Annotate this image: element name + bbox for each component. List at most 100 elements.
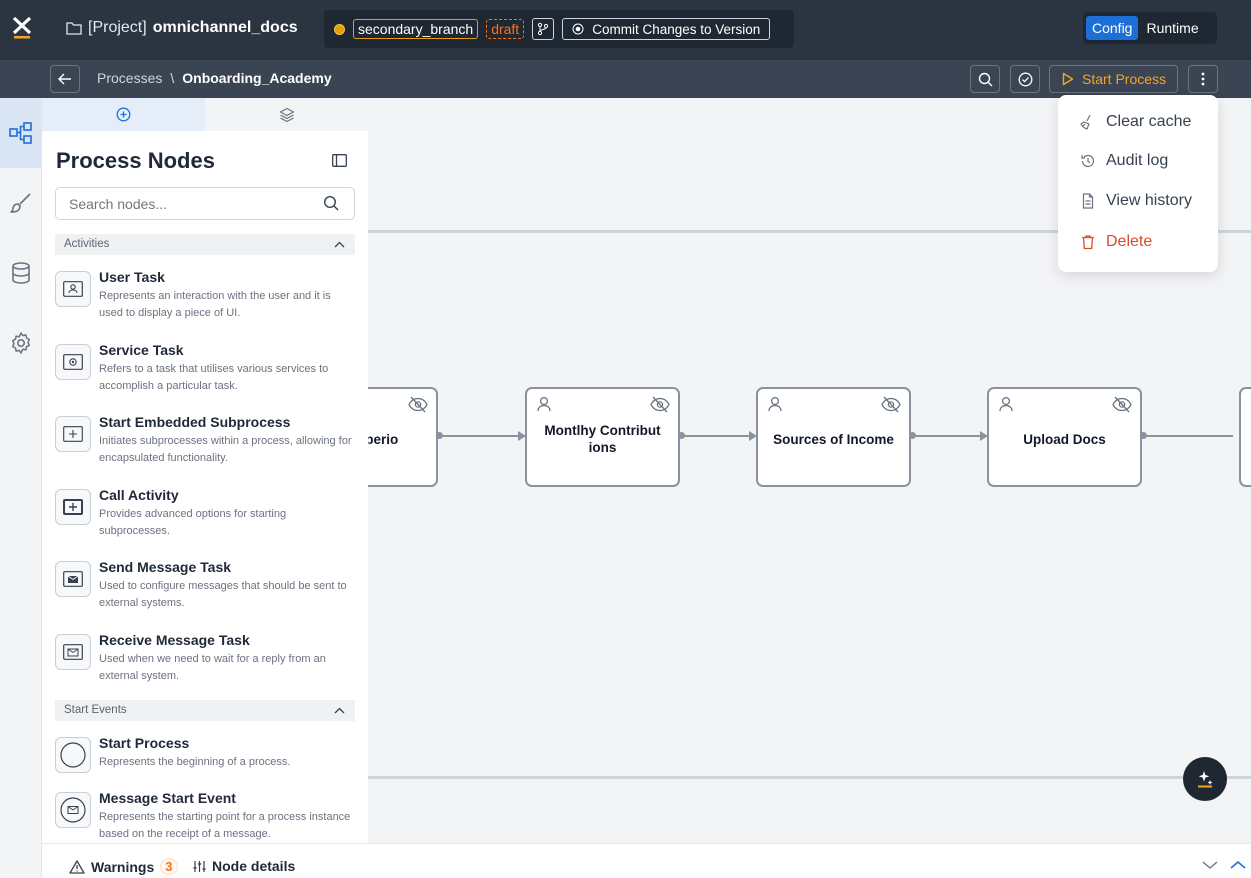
- tab-add-nodes[interactable]: [42, 98, 205, 131]
- section-title: Activities: [64, 238, 110, 250]
- search-icon: [323, 195, 339, 211]
- eye-off-icon[interactable]: [408, 396, 428, 413]
- breadcrumb-current: Onboarding_Academy: [182, 70, 332, 86]
- swimlane-top-border: [368, 230, 1251, 233]
- collapse-panel-icon[interactable]: [332, 154, 347, 167]
- sequence-flow[interactable]: [439, 435, 519, 437]
- process-node-label: Montlhy Contribut ions: [544, 423, 661, 455]
- flow-arrowhead: [749, 431, 757, 441]
- node-details-tab[interactable]: Node details: [193, 858, 295, 874]
- node-description: Provides advanced options for starting s…: [99, 508, 287, 537]
- search-nodes-input[interactable]: [55, 187, 355, 220]
- menu-item-view-history[interactable]: View history: [1080, 192, 1192, 210]
- sliders-icon: [193, 860, 206, 872]
- menu-item-label: Delete: [1106, 233, 1153, 250]
- git-branch-button[interactable]: [532, 18, 555, 40]
- chevron-up-icon: [334, 241, 345, 248]
- node-description: Represents the starting point for a proc…: [99, 811, 351, 840]
- section-activities[interactable]: Activities: [55, 234, 355, 255]
- project-title[interactable]: [Project] omnichannel_docs: [66, 19, 298, 37]
- menu-item-label: Audit log: [1106, 152, 1169, 169]
- tab-layers[interactable]: [205, 98, 368, 131]
- process-node[interactable]: [1239, 387, 1251, 487]
- sequence-flow[interactable]: [912, 435, 980, 437]
- breadcrumb-separator: \: [170, 70, 175, 86]
- warning-triangle-icon: [69, 859, 85, 874]
- node-title: Message Start Event: [99, 790, 236, 806]
- node-title: Start Process: [99, 735, 190, 751]
- node-send-message-task[interactable]: Send Message Task Used to configure mess…: [55, 559, 355, 619]
- eye-off-icon[interactable]: [650, 396, 670, 413]
- plus-circle-icon: [116, 107, 131, 122]
- node-title: Call Activity: [99, 487, 179, 503]
- branch-toolbar: secondary_branch draft Commit Changes to…: [324, 10, 794, 48]
- branch-status-dot: [334, 23, 345, 35]
- flow-arrowhead: [980, 431, 988, 441]
- ai-assistant-button[interactable]: [1183, 757, 1227, 801]
- bottom-panel-bar: Warnings 3 Node details: [42, 843, 1251, 878]
- process-node[interactable]: Sources of Income: [756, 387, 911, 487]
- back-button[interactable]: [50, 65, 80, 93]
- document-icon: [1082, 193, 1094, 209]
- start-process-button[interactable]: Start Process: [1049, 65, 1178, 93]
- mode-runtime-button[interactable]: Runtime: [1146, 20, 1199, 36]
- node-icon-box: [55, 416, 91, 452]
- brush-icon[interactable]: [9, 191, 33, 215]
- process-node-label: Sources of Income: [773, 431, 894, 447]
- user-icon: [999, 396, 1013, 412]
- node-icon-box: [55, 634, 91, 670]
- warnings-label: Warnings: [91, 858, 155, 875]
- node-icon-box: [55, 489, 91, 525]
- commit-changes-button[interactable]: Commit Changes to Version: [562, 18, 771, 40]
- flow-arrowhead: [518, 431, 526, 441]
- validate-button[interactable]: [1010, 65, 1040, 93]
- eye-off-icon[interactable]: [881, 396, 901, 413]
- left-rail: [0, 98, 42, 878]
- node-title: Service Task: [99, 342, 184, 358]
- node-description: Used to configure messages that should b…: [99, 580, 347, 609]
- eye-off-icon[interactable]: [1112, 396, 1132, 413]
- process-node-label: Upload Docs: [1023, 431, 1106, 447]
- project-name: omnichannel_docs: [152, 19, 298, 36]
- search-button[interactable]: [970, 65, 1000, 93]
- node-receive-message-task[interactable]: Receive Message Task Used when we need t…: [55, 632, 355, 692]
- user-task-icon: [63, 281, 83, 297]
- menu-item-audit-log[interactable]: Audit log: [1080, 152, 1168, 170]
- process-node[interactable]: Montlhy Contribut ions: [525, 387, 680, 487]
- chevron-down-icon[interactable]: [1202, 860, 1218, 870]
- app-logo-icon[interactable]: [12, 17, 32, 39]
- node-start-process[interactable]: Start Process Represents the beginning o…: [55, 735, 355, 795]
- branch-badge[interactable]: secondary_branch: [353, 19, 479, 39]
- node-start-embedded-subprocess[interactable]: Start Embedded Subprocess Initiates subp…: [55, 414, 355, 474]
- warnings-tab[interactable]: Warnings 3: [69, 858, 178, 875]
- node-user-task[interactable]: User Task Represents an interaction with…: [55, 269, 355, 329]
- node-title: User Task: [99, 269, 165, 285]
- database-icon[interactable]: [9, 261, 33, 285]
- breadcrumb-processes[interactable]: Processes: [97, 70, 163, 86]
- process-node[interactable]: Upload Docs: [987, 387, 1142, 487]
- menu-item-delete[interactable]: Delete: [1080, 233, 1152, 251]
- embedded-subprocess-icon: [63, 426, 83, 442]
- node-message-start-event[interactable]: Message Start Event Represents the start…: [55, 790, 355, 843]
- process-node[interactable]: ng perio: [368, 387, 438, 487]
- section-start-events[interactable]: Start Events: [55, 700, 355, 721]
- more-options-menu: Clear cache Audit log View history Delet…: [1058, 95, 1218, 272]
- chevron-up-icon[interactable]: [1230, 860, 1246, 870]
- process-nodes-icon[interactable]: [9, 121, 33, 145]
- arrow-left-icon: [58, 73, 71, 85]
- start-process-label: Start Process: [1082, 71, 1167, 87]
- mode-config-button[interactable]: Config: [1086, 16, 1139, 40]
- more-options-button[interactable]: [1188, 65, 1218, 93]
- settings-gear-icon[interactable]: [9, 331, 33, 355]
- message-start-event-icon: [60, 797, 86, 823]
- section-title: Start Events: [64, 704, 127, 716]
- user-icon: [768, 396, 782, 412]
- node-service-task[interactable]: Service Task Refers to a task that utili…: [55, 342, 355, 402]
- sequence-flow[interactable]: [1143, 435, 1233, 437]
- menu-item-label: View history: [1106, 192, 1192, 209]
- node-call-activity[interactable]: Call Activity Provides advanced options …: [55, 487, 355, 547]
- top-bar: [Project] omnichannel_docs secondary_bra…: [0, 0, 1251, 60]
- sequence-flow[interactable]: [681, 435, 749, 437]
- breadcrumb: Processes \ Onboarding_Academy: [97, 70, 332, 86]
- menu-item-clear-cache[interactable]: Clear cache: [1080, 113, 1191, 131]
